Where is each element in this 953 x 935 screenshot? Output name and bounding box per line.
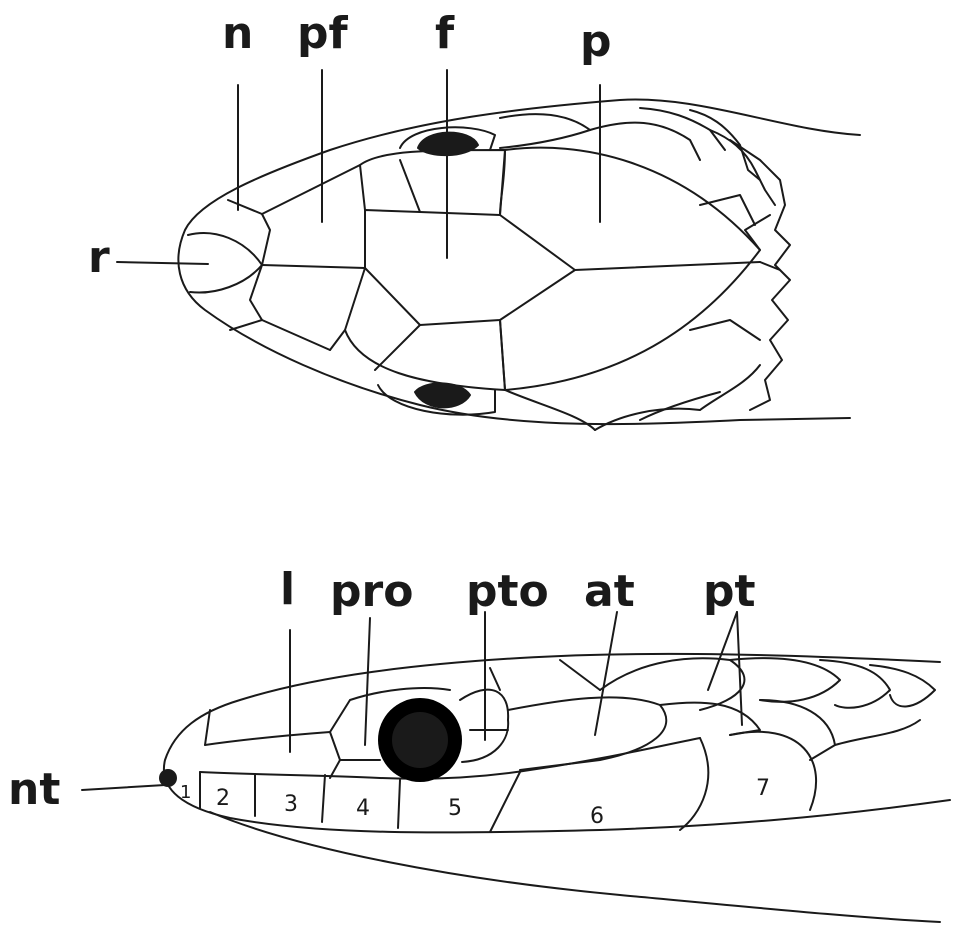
parietal-suture (575, 262, 760, 270)
lateral-head-view (159, 654, 950, 922)
anterior-temporal-scale (508, 697, 666, 770)
label-prefrontal: pf (297, 12, 348, 56)
supralabial-number: 5 (448, 798, 462, 820)
supralabial-number: 3 (284, 794, 298, 816)
dorsal-head-view (178, 100, 860, 430)
supralabial-number: 7 (756, 778, 770, 800)
lateral-head-outline (164, 654, 950, 833)
label-nostril: nt (8, 768, 60, 812)
supraocular-bottom (345, 320, 505, 390)
nasal-scale-bottom (230, 265, 262, 330)
label-frontal: f (435, 12, 454, 56)
rostral-scale (188, 233, 262, 292)
lateral-eye-pupil (392, 712, 448, 768)
frontal-scale (365, 210, 575, 325)
label-nasal: n (222, 12, 253, 56)
prefrontal-scale (310, 165, 365, 350)
label-postocular: pto (466, 570, 549, 614)
parietal-scale (505, 148, 760, 390)
label-preocular: pro (330, 570, 413, 614)
supralabial-number: 4 (356, 798, 370, 820)
label-parietal: p (580, 20, 612, 64)
loreal-scale (205, 732, 340, 778)
label-posterior-temporal: pt (703, 570, 756, 614)
nasal-scale-top (228, 200, 270, 265)
supraocular-top (360, 150, 505, 215)
dorsal-midline (262, 265, 365, 268)
supralabial-number: 6 (590, 806, 604, 828)
label-loreal: l (280, 568, 295, 612)
supralabial-number: 2 (216, 788, 230, 810)
supralabial-number: 1 (180, 784, 191, 802)
label-anterior-temporal: at (584, 570, 635, 614)
label-rostral: r (88, 236, 110, 280)
